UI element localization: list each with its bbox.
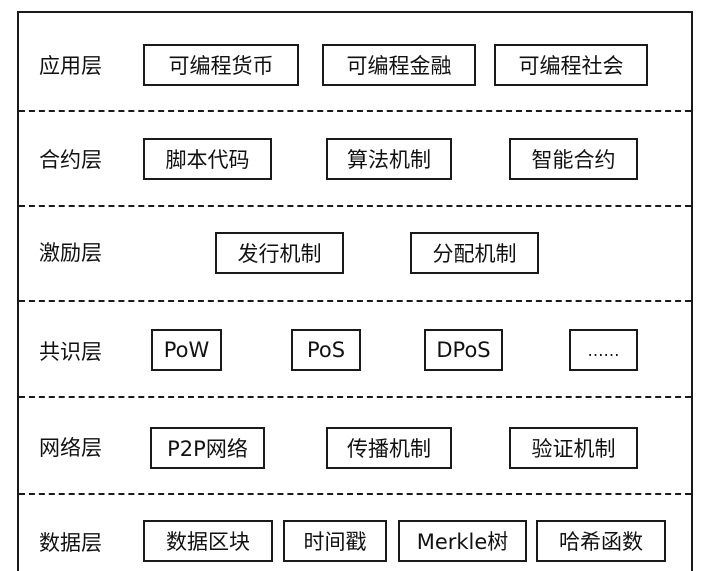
layer-divider <box>19 493 691 495</box>
layer-divider <box>19 300 691 302</box>
item-smart-contract: 智能合约 <box>509 138 638 180</box>
item-p2p-network: P2P网络 <box>150 427 265 469</box>
item-hash-function: 哈希函数 <box>536 520 666 562</box>
layer-label-data: 数据层 <box>39 531 102 555</box>
item-script-code: 脚本代码 <box>143 138 272 180</box>
item-programmable-currency: 可编程货币 <box>143 44 299 86</box>
layer-label-network: 网络层 <box>39 436 102 460</box>
item-distribution-mechanism: 分配机制 <box>410 232 539 274</box>
layer-divider <box>19 205 691 207</box>
item-programmable-finance: 可编程金融 <box>322 44 476 86</box>
layer-divider <box>19 396 691 398</box>
layer-divider <box>19 110 691 112</box>
layer-label-incentive: 激励层 <box>39 241 102 265</box>
item-pow: PoW <box>151 329 222 371</box>
item-merkle-tree: Merkle树 <box>398 520 527 562</box>
item-data-block: 数据区块 <box>143 520 273 562</box>
item-propagation-mechanism: 传播机制 <box>326 427 452 469</box>
item-more-ellipsis: …… <box>569 329 638 371</box>
item-verification-mechanism: 验证机制 <box>509 427 638 469</box>
layer-label-contract: 合约层 <box>39 148 102 172</box>
blockchain-architecture-diagram: 应用层 可编程货币 可编程金融 可编程社会 合约层 脚本代码 算法机制 智能合约… <box>17 11 693 571</box>
item-programmable-society: 可编程社会 <box>494 44 648 86</box>
item-issuance-mechanism: 发行机制 <box>215 232 344 274</box>
layer-label-consensus: 共识层 <box>39 340 102 364</box>
item-algorithm-mechanism: 算法机制 <box>326 138 452 180</box>
item-timestamp: 时间戳 <box>283 520 387 562</box>
item-dpos: DPoS <box>424 329 503 371</box>
layer-label-application: 应用层 <box>39 54 102 78</box>
item-pos: PoS <box>291 329 361 371</box>
